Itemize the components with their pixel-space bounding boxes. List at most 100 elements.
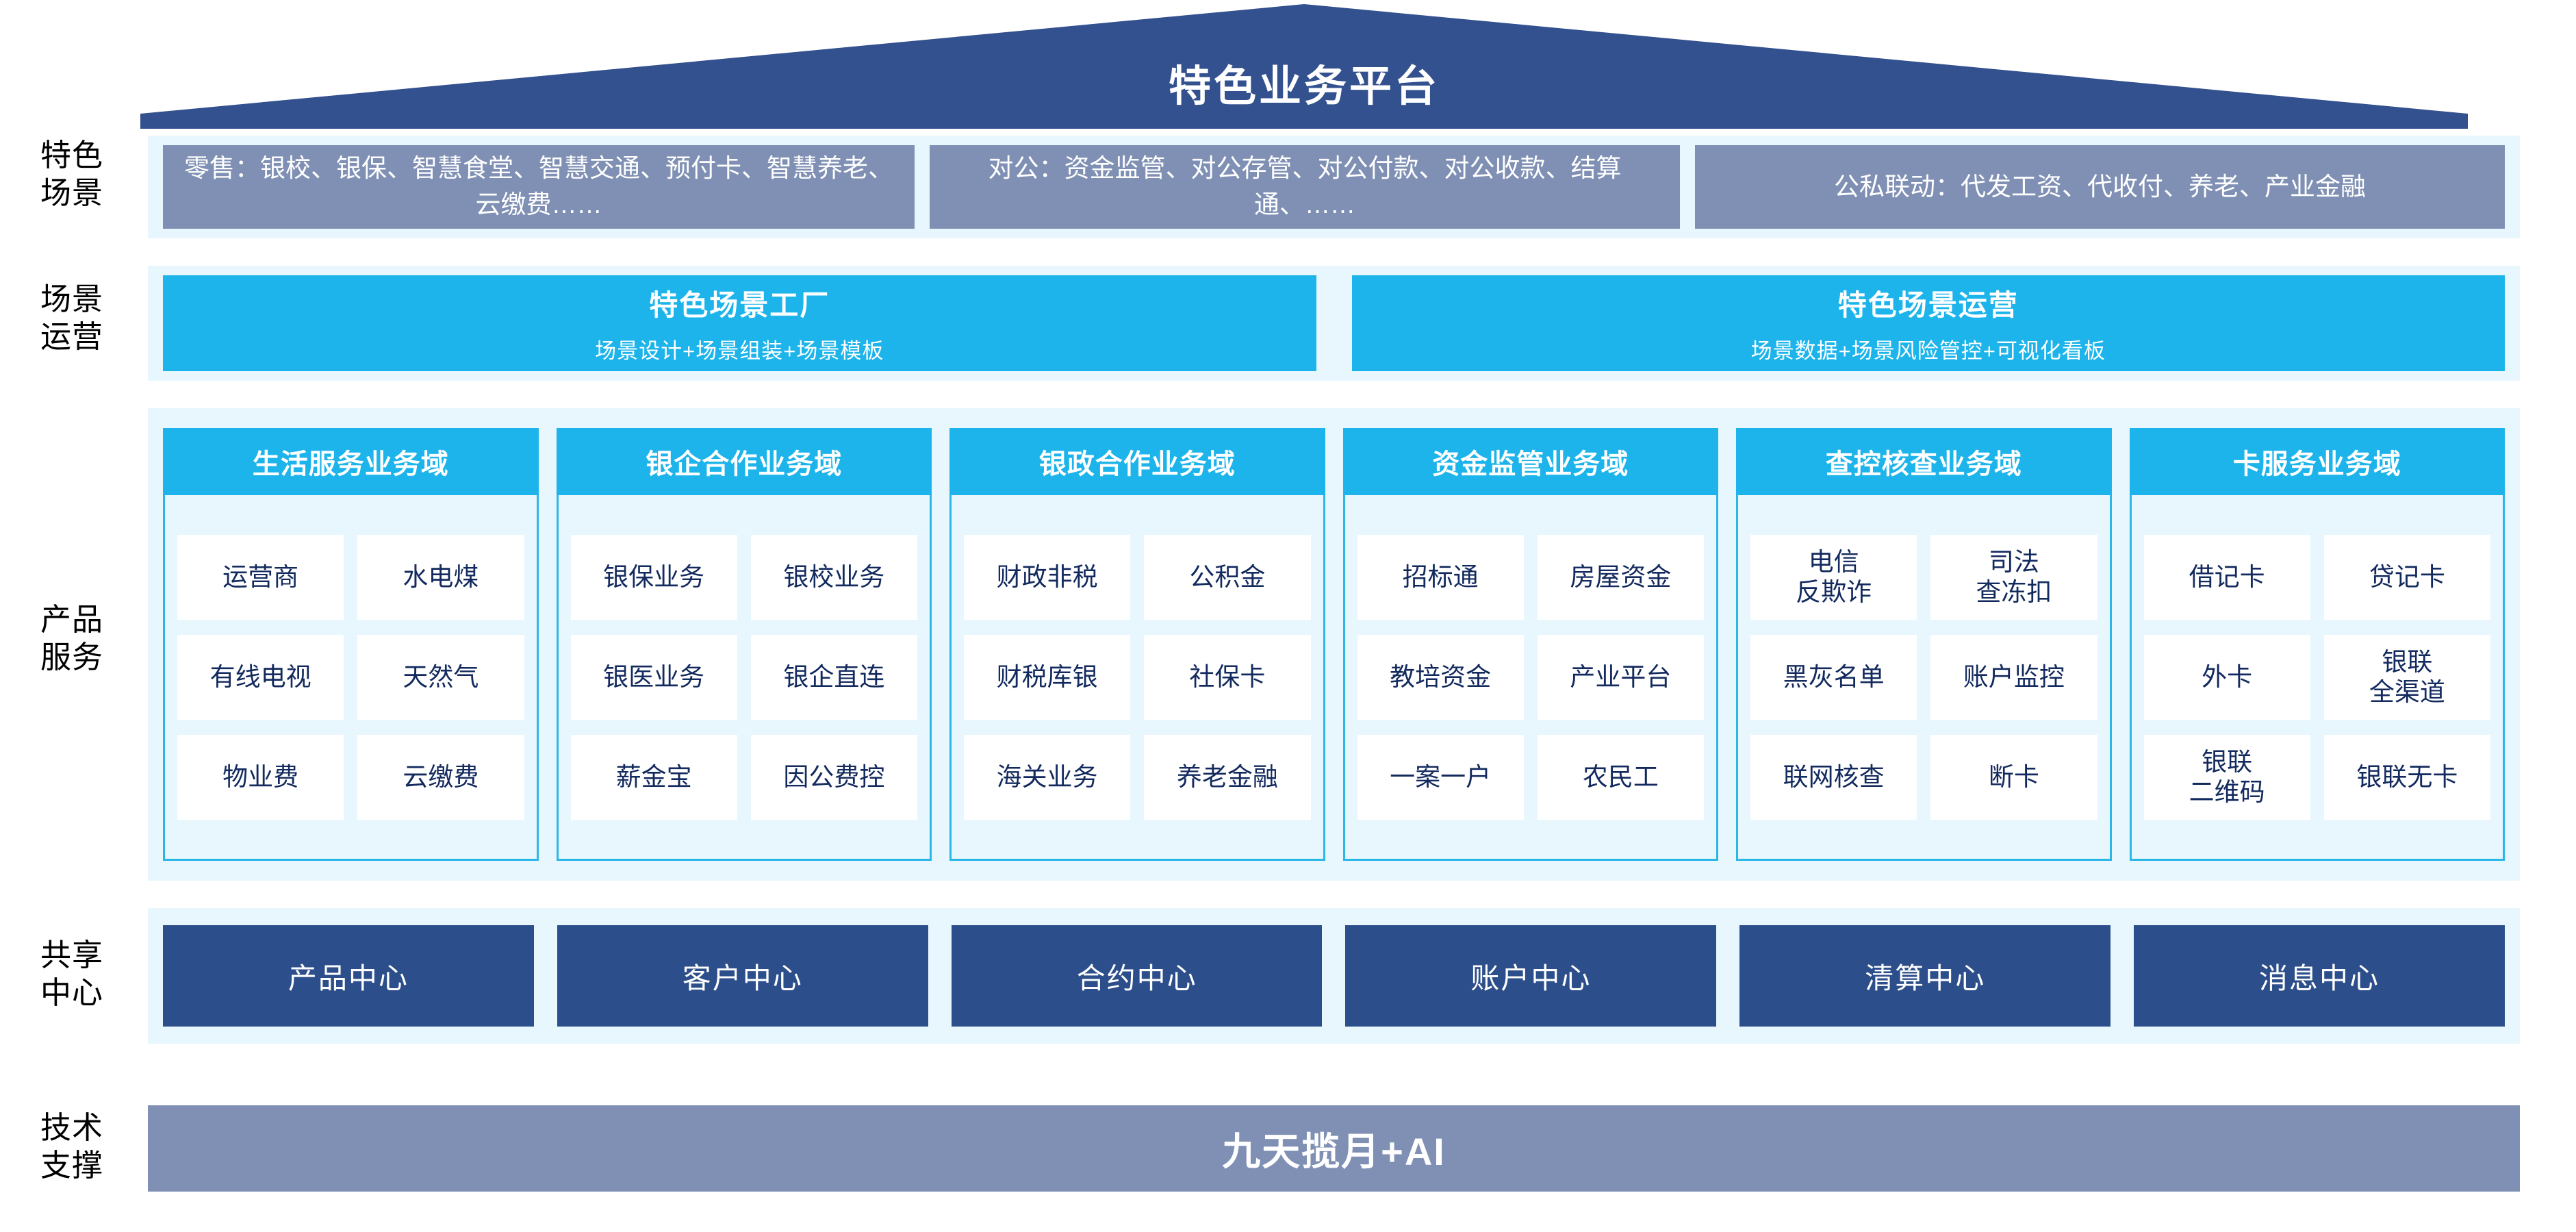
- row-label-operation-line1: 场景: [40, 281, 103, 316]
- scenario-box-corporate[interactable]: 对公：资金监管、对公存管、对公付款、对公收款、结算通、……: [930, 145, 1680, 229]
- domain-card: 资金监管业务域招标通房屋资金教培资金产业平台一案一户农民工: [1342, 428, 1718, 861]
- row-label-operation: 场景 运营: [14, 281, 130, 356]
- domain-service-cell[interactable]: 财政非税: [964, 534, 1131, 620]
- domain-card-row: 薪金宝因公费控: [570, 734, 917, 820]
- domain-service-cell[interactable]: 银企直连: [750, 634, 917, 720]
- shared-center-list: 产品中心客户中心合约中心账户中心清算中心消息中心: [148, 925, 2520, 1027]
- shared-center-box[interactable]: 合约中心: [951, 925, 1323, 1027]
- shared-center-box[interactable]: 产品中心: [163, 925, 534, 1027]
- domain-card-title: 银政合作业务域: [949, 428, 1325, 495]
- domain-service-cell[interactable]: 薪金宝: [570, 734, 737, 820]
- tech-support-bar[interactable]: 九天揽月+AI: [148, 1105, 2520, 1192]
- domain-card-title: 银企合作业务域: [556, 428, 932, 495]
- domain-service-cell[interactable]: 银保业务: [570, 534, 737, 620]
- domain-card-row: 运营商水电煤: [177, 534, 524, 620]
- domain-card-body: 借记卡贷记卡外卡银联 全渠道银联 二维码银联无卡: [2129, 495, 2505, 861]
- domain-card: 银企合作业务域银保业务银校业务银医业务银企直连薪金宝因公费控: [556, 428, 932, 861]
- shared-center-box[interactable]: 账户中心: [1345, 925, 1717, 1027]
- domain-service-cell[interactable]: 银校业务: [750, 534, 917, 620]
- domain-card-body: 招标通房屋资金教培资金产业平台一案一户农民工: [1342, 495, 1718, 861]
- domain-service-cell[interactable]: 司法 查冻扣: [1930, 534, 2097, 620]
- domain-card: 卡服务业务域借记卡贷记卡外卡银联 全渠道银联 二维码银联无卡: [2129, 428, 2505, 861]
- row-label-product-line2: 服务: [40, 639, 103, 675]
- domain-card-row: 联网核查断卡: [1750, 734, 2097, 820]
- domain-service-cell[interactable]: 银联无卡: [2323, 734, 2490, 820]
- domain-service-cell[interactable]: 产业平台: [1537, 634, 1704, 720]
- domain-card-title: 资金监管业务域: [1342, 428, 1718, 495]
- page-title: 特色业务平台: [1168, 63, 1440, 110]
- domain-card-body: 运营商水电煤有线电视天然气物业费云缴费: [163, 495, 539, 861]
- domain-card-body: 电信 反欺诈司法 查冻扣黑灰名单账户监控联网核查断卡: [1736, 495, 2112, 861]
- domain-service-cell[interactable]: 教培资金: [1357, 634, 1524, 720]
- domain-card-row: 财政非税公积金: [964, 534, 1311, 620]
- domain-card-row: 一案一户农民工: [1357, 734, 1704, 820]
- operation-subtitle: 场景数据+场景风险管控+可视化看板: [1750, 339, 2106, 363]
- row-label-product: 产品 服务: [14, 601, 130, 677]
- row-label-operation-line2: 运营: [40, 318, 103, 354]
- domain-service-cell[interactable]: 招标通: [1357, 534, 1524, 620]
- domain-card-row: 海关业务养老金融: [964, 734, 1311, 820]
- domain-card-row: 银保业务银校业务: [570, 534, 917, 620]
- domain-service-cell[interactable]: 养老金融: [1144, 734, 1311, 820]
- domain-service-cell[interactable]: 社保卡: [1144, 634, 1311, 720]
- operation-subtitle: 场景设计+场景组装+场景模板: [595, 339, 884, 363]
- domain-service-cell[interactable]: 电信 反欺诈: [1750, 534, 1917, 620]
- operation-box-scene-operation[interactable]: 特色场景运营 场景数据+场景风险管控+可视化看板: [1351, 275, 2505, 371]
- domain-service-cell[interactable]: 房屋资金: [1537, 534, 1704, 620]
- domain-card-row: 招标通房屋资金: [1357, 534, 1704, 620]
- domain-service-cell[interactable]: 财税库银: [964, 634, 1131, 720]
- domain-service-cell[interactable]: 外卡: [2143, 634, 2310, 720]
- shared-center-box[interactable]: 客户中心: [557, 925, 928, 1027]
- shared-center-box[interactable]: 清算中心: [1739, 925, 2111, 1027]
- domain-card-row: 教培资金产业平台: [1357, 634, 1704, 720]
- domain-service-cell[interactable]: 银医业务: [570, 634, 737, 720]
- domain-service-cell[interactable]: 贷记卡: [2323, 534, 2490, 620]
- row-label-center-line2: 中心: [40, 975, 103, 1010]
- domain-card-body: 财政非税公积金财税库银社保卡海关业务养老金融: [949, 495, 1325, 861]
- roof-shape: 特色业务平台: [140, 4, 2468, 129]
- scenario-box-retail[interactable]: 零售：银校、银保、智慧食堂、智慧交通、预付卡、智慧养老、云缴费……: [163, 145, 915, 229]
- platform-roof-banner: 特色业务平台: [0, 0, 2576, 130]
- domain-service-cell[interactable]: 天然气: [357, 634, 524, 720]
- domain-service-cell[interactable]: 农民工: [1537, 734, 1704, 820]
- domain-service-cell[interactable]: 运营商: [177, 534, 344, 620]
- row-label-tech-line2: 支撑: [40, 1147, 103, 1183]
- domain-service-cell[interactable]: 水电煤: [357, 534, 524, 620]
- domain-service-cell[interactable]: 银联 二维码: [2143, 734, 2310, 820]
- operation-title: 特色场景运营: [1837, 289, 2019, 321]
- row-label-scenario-line1: 特色: [40, 138, 103, 173]
- row-label-tech-support: 技术 支撑: [14, 1109, 130, 1185]
- domain-service-cell[interactable]: 物业费: [177, 734, 344, 820]
- row-label-product-line1: 产品: [40, 602, 103, 637]
- domain-card-row: 物业费云缴费: [177, 734, 524, 820]
- domain-service-cell[interactable]: 有线电视: [177, 634, 344, 720]
- domain-service-cell[interactable]: 银联 全渠道: [2323, 634, 2490, 720]
- domain-card-row: 财税库银社保卡: [964, 634, 1311, 720]
- domain-card: 生活服务业务域运营商水电煤有线电视天然气物业费云缴费: [163, 428, 539, 861]
- operation-box-scene-factory[interactable]: 特色场景工厂 场景设计+场景组装+场景模板: [163, 275, 1316, 371]
- domain-card: 银政合作业务域财政非税公积金财税库银社保卡海关业务养老金融: [949, 428, 1325, 861]
- domain-service-cell[interactable]: 断卡: [1930, 734, 2097, 820]
- domain-service-cell[interactable]: 借记卡: [2143, 534, 2310, 620]
- domain-service-cell[interactable]: 云缴费: [357, 734, 524, 820]
- domain-card-row: 黑灰名单账户监控: [1750, 634, 2097, 720]
- domain-service-cell[interactable]: 因公费控: [750, 734, 917, 820]
- domain-service-cell[interactable]: 黑灰名单: [1750, 634, 1917, 720]
- scenario-box-linkage[interactable]: 公私联动：代发工资、代收付、养老、产业金融: [1695, 145, 2505, 229]
- product-service-band: 生活服务业务域运营商水电煤有线电视天然气物业费云缴费银企合作业务域银保业务银校业…: [148, 408, 2520, 881]
- domain-card-title: 查控核查业务域: [1736, 428, 2112, 495]
- domain-card-row: 银联 二维码银联无卡: [2143, 734, 2490, 820]
- domain-service-cell[interactable]: 账户监控: [1930, 634, 2097, 720]
- domain-card-row: 电信 反欺诈司法 查冻扣: [1750, 534, 2097, 620]
- domain-service-cell[interactable]: 海关业务: [964, 734, 1131, 820]
- scenario-band: 零售：银校、银保、智慧食堂、智慧交通、预付卡、智慧养老、云缴费…… 对公：资金监…: [148, 136, 2520, 238]
- domain-card-row: 外卡银联 全渠道: [2143, 634, 2490, 720]
- domain-service-cell[interactable]: 联网核查: [1750, 734, 1917, 820]
- row-label-scenario-line2: 场景: [40, 175, 103, 210]
- domain-card-title: 卡服务业务域: [2129, 428, 2505, 495]
- shared-center-box[interactable]: 消息中心: [2134, 925, 2505, 1027]
- operation-band: 特色场景工厂 场景设计+场景组装+场景模板 特色场景运营 场景数据+场景风险管控…: [148, 266, 2520, 381]
- domain-service-cell[interactable]: 一案一户: [1357, 734, 1524, 820]
- domain-card-body: 银保业务银校业务银医业务银企直连薪金宝因公费控: [556, 495, 932, 861]
- domain-service-cell[interactable]: 公积金: [1144, 534, 1311, 620]
